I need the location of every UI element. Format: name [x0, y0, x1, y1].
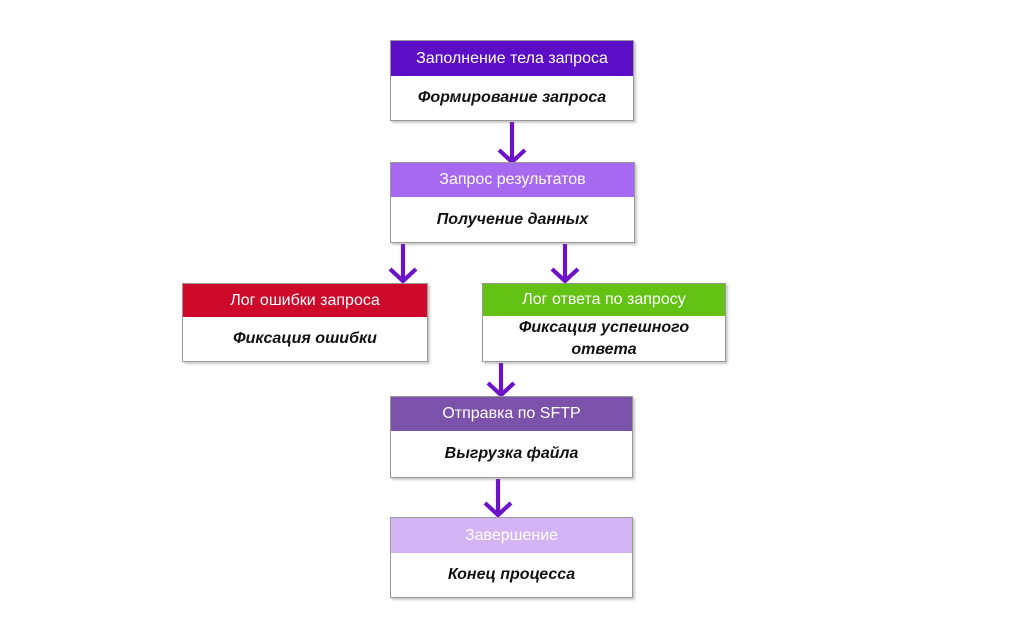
- node-subtitle: Конец процесса: [447, 566, 576, 583]
- node-subtitle: Фиксация ошибки: [233, 330, 377, 347]
- node-header: Заполнение тела запроса: [391, 41, 633, 76]
- arrow-request-to-response-log: [550, 244, 580, 284]
- node-error-log: Лог ошибки запроса Фиксация ошибки: [182, 283, 428, 362]
- node-header: Завершение: [391, 518, 632, 553]
- node-finish: Завершение Конец процесса: [390, 517, 633, 598]
- arrow-response-log-to-sftp: [486, 363, 516, 398]
- node-response-log: Лог ответа по запросу Фиксация успешного…: [482, 283, 726, 362]
- node-header: Отправка по SFTP: [391, 397, 632, 431]
- node-subtitle: Фиксация успешного ответа: [518, 318, 690, 358]
- node-subtitle: Формирование запроса: [417, 89, 607, 106]
- node-sftp-send: Отправка по SFTP Выгрузка файла: [390, 396, 633, 478]
- arrow-sftp-to-finish: [483, 479, 513, 518]
- arrow-fill-to-request: [497, 122, 527, 165]
- node-subtitle: Получение данных: [436, 210, 589, 228]
- node-header: Лог ответа по запросу: [483, 284, 725, 316]
- arrow-request-to-error-log: [388, 244, 418, 284]
- node-request-results: Запрос результатов Получение данных: [390, 162, 635, 243]
- node-header: Запрос результатов: [391, 163, 634, 197]
- node-subtitle: Выгрузка файла: [444, 445, 579, 462]
- node-fill-request-body: Заполнение тела запроса Формирование зап…: [390, 40, 634, 121]
- node-header: Лог ошибки запроса: [183, 284, 427, 317]
